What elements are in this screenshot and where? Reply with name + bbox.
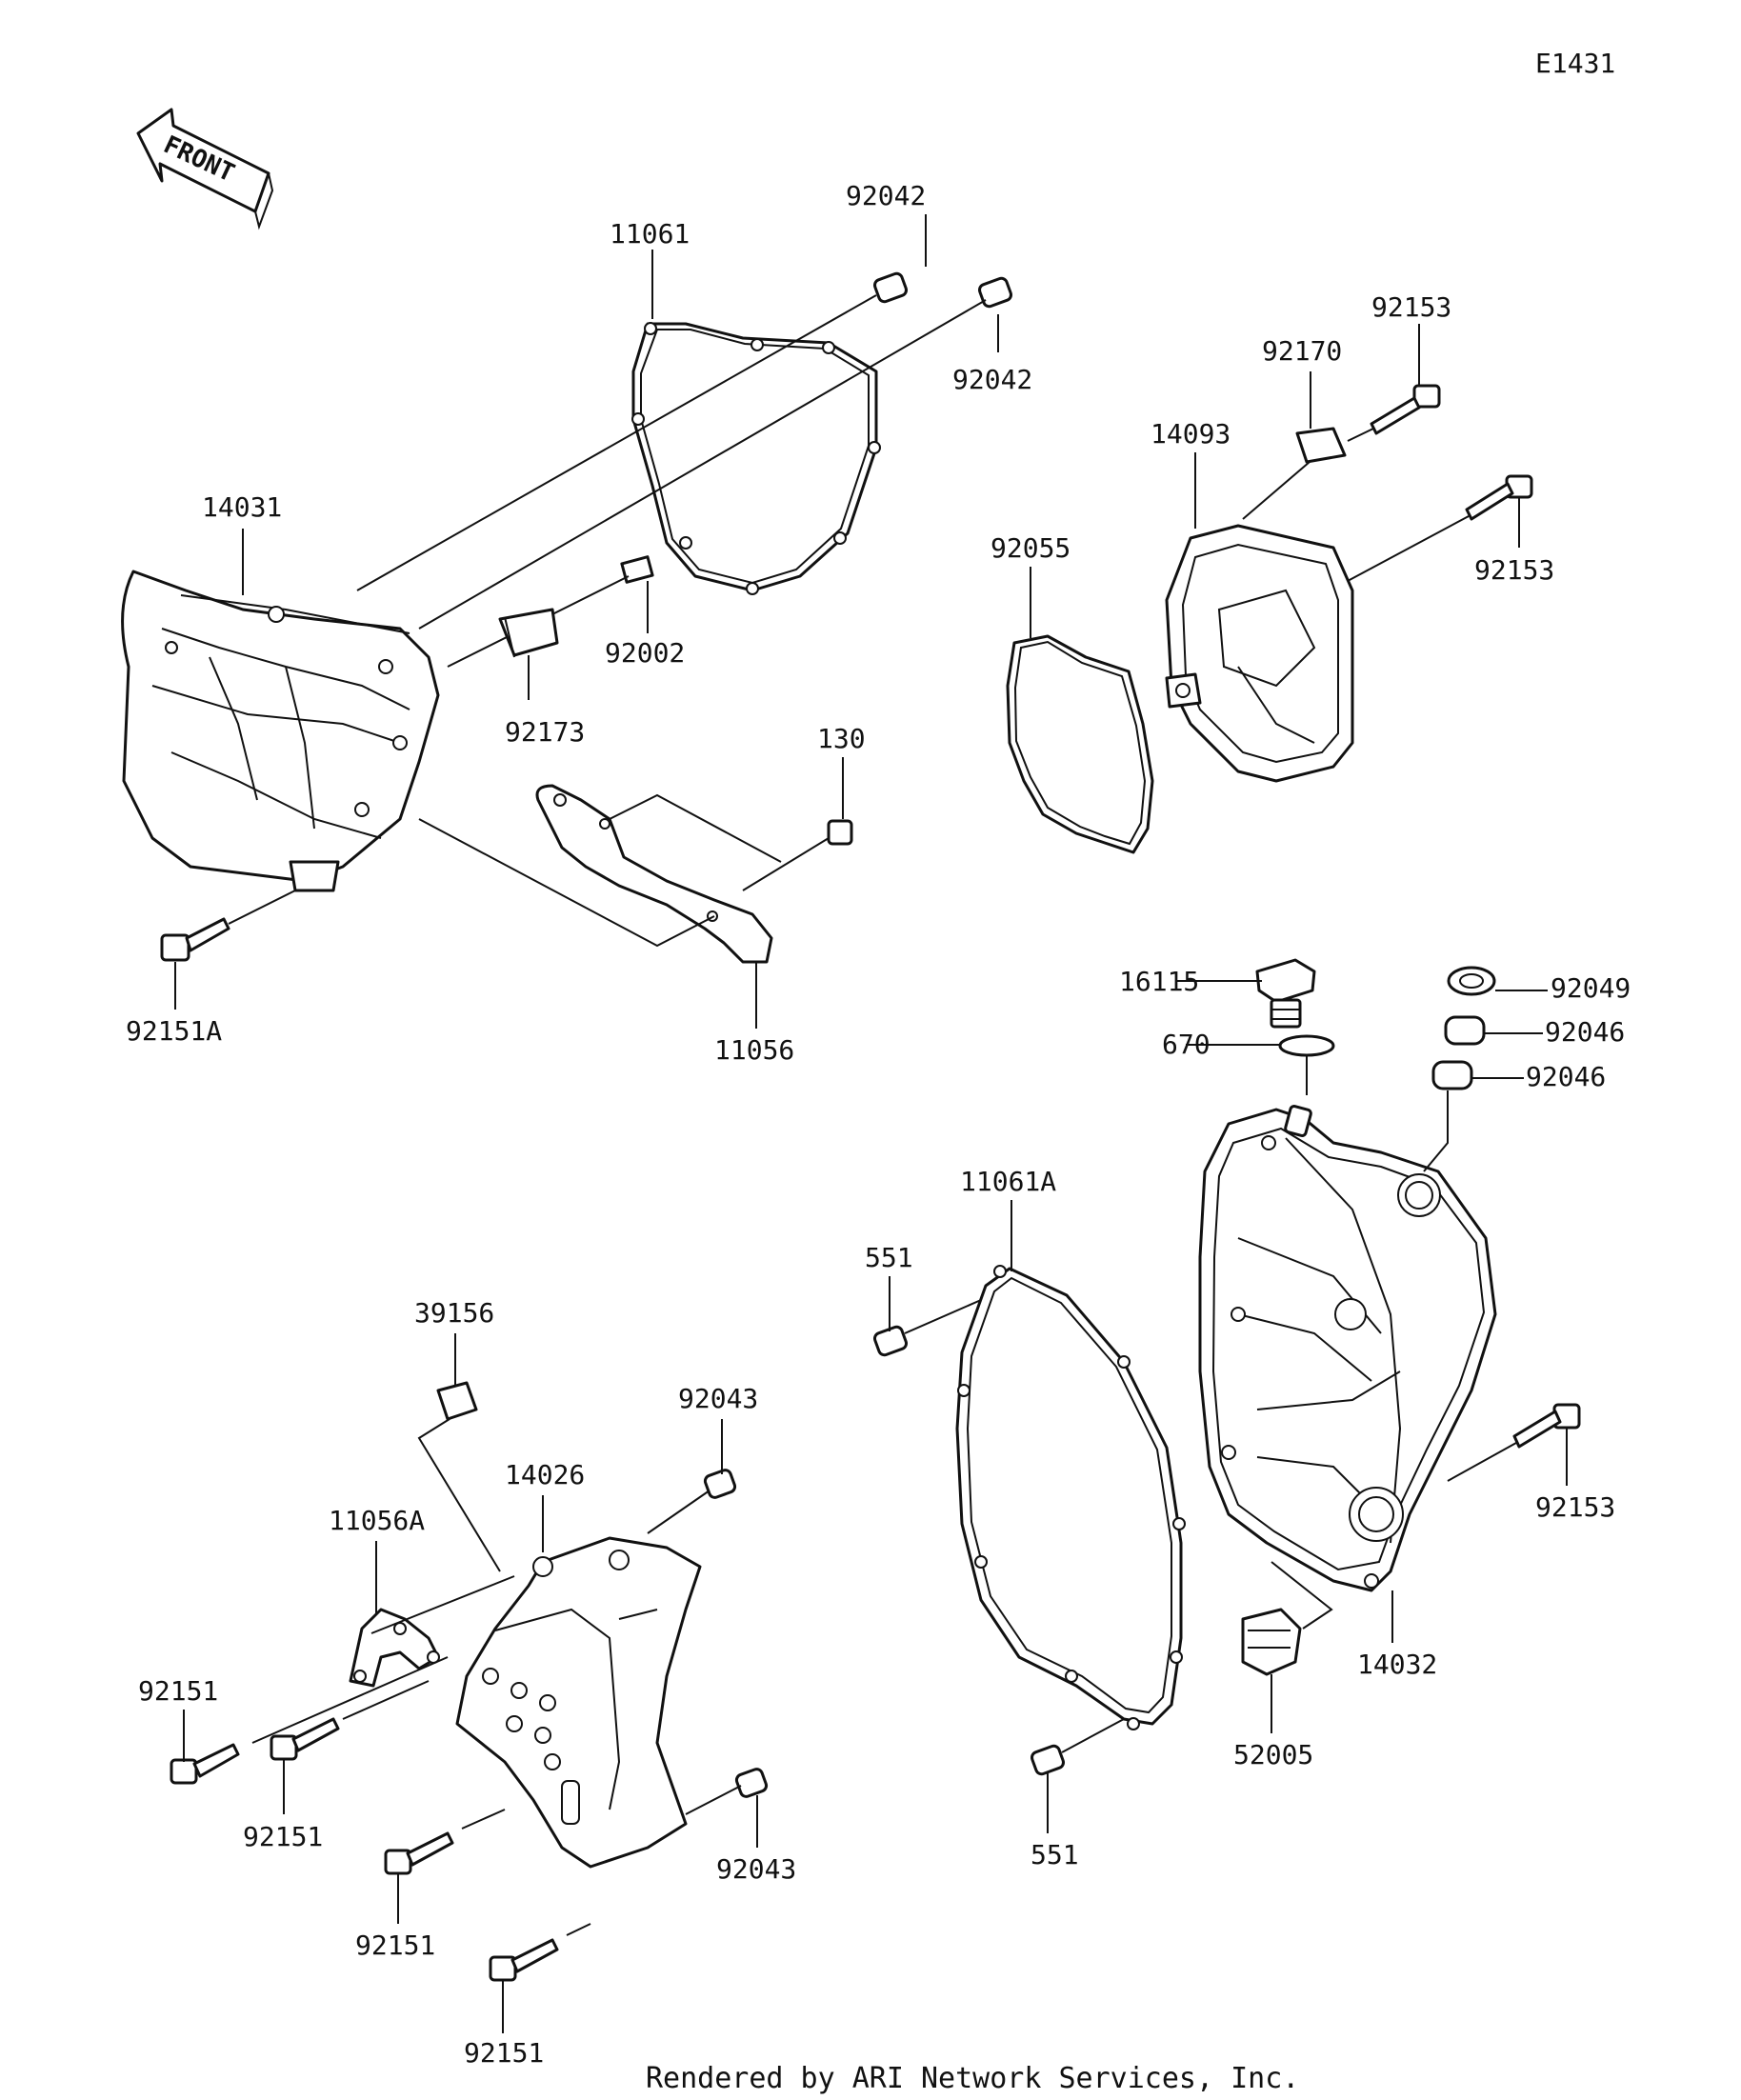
label-39156: 39156 xyxy=(414,1297,494,1329)
label-130: 130 xyxy=(817,723,866,754)
label-92151A: 92151A xyxy=(126,1015,222,1047)
clamp-92173 xyxy=(498,608,559,658)
label-92151-a: 92151 xyxy=(138,1675,218,1707)
label-92151-b: 92151 xyxy=(243,1821,323,1852)
label-92043-bot: 92043 xyxy=(716,1853,796,1885)
bolt-92151-d xyxy=(489,1923,591,1982)
grommet-39156 xyxy=(417,1381,501,1572)
bearing-92046-b xyxy=(1423,1060,1524,1172)
bolt-92153-top xyxy=(1347,384,1441,442)
bracket-11056 xyxy=(418,784,782,964)
cap-52005 xyxy=(1241,1561,1333,1676)
bolt-92151-b xyxy=(270,1680,430,1761)
label-14093: 14093 xyxy=(1151,418,1231,450)
dowel-551-top xyxy=(872,1299,982,1357)
gasket-11061 xyxy=(631,322,881,595)
dowel-551-bot xyxy=(1030,1718,1125,1776)
label-11056A: 11056A xyxy=(329,1505,425,1536)
label-14031: 14031 xyxy=(202,491,282,523)
label-16115: 16115 xyxy=(1119,966,1199,997)
o-ring-670 xyxy=(1186,1034,1335,1095)
label-11061: 11061 xyxy=(610,218,690,250)
front-arrow-icon: FRONT xyxy=(136,108,274,230)
label-92046-a: 92046 xyxy=(1545,1016,1625,1048)
label-92043-top: 92043 xyxy=(678,1383,758,1414)
dowel-92042-top xyxy=(872,271,909,304)
bearing-92046-a xyxy=(1444,1015,1543,1046)
label-92173: 92173 xyxy=(505,716,585,748)
label-92042-right: 92042 xyxy=(952,364,1032,395)
label-92151-c: 92151 xyxy=(355,1930,435,1961)
label-670: 670 xyxy=(1162,1029,1211,1060)
bracket-11056A xyxy=(349,1575,515,1688)
label-11056: 11056 xyxy=(714,1034,794,1066)
footer-credit: Rendered by ARI Network Services, Inc. xyxy=(646,2062,1299,2095)
collar-92043-bot xyxy=(685,1768,769,1815)
bolt-130 xyxy=(742,819,853,891)
label-551-top: 551 xyxy=(865,1242,913,1273)
label-551-bot: 551 xyxy=(1031,1839,1079,1870)
collar-92043-top xyxy=(647,1469,737,1534)
plug-16115 xyxy=(1176,958,1316,1029)
label-92055: 92055 xyxy=(991,532,1071,564)
label-14026: 14026 xyxy=(505,1459,585,1490)
clamp-92170 xyxy=(1242,427,1347,520)
label-92153-mid: 92153 xyxy=(1474,554,1554,586)
label-92170: 92170 xyxy=(1262,335,1342,367)
bolt-92151-a xyxy=(170,1656,449,1785)
label-52005: 52005 xyxy=(1233,1739,1313,1770)
leader-lines xyxy=(174,214,1568,2033)
label-14032: 14032 xyxy=(1357,1649,1437,1680)
label-92049: 92049 xyxy=(1551,972,1631,1004)
guard-14026 xyxy=(455,1536,702,1869)
label-11061A: 11061A xyxy=(960,1166,1056,1197)
bolt-92153-bot xyxy=(1447,1403,1581,1482)
gasket-92055 xyxy=(1006,634,1154,854)
bolt-92151-c xyxy=(384,1809,506,1875)
cover-14031 xyxy=(121,570,440,892)
label-92151-d: 92151 xyxy=(464,2037,544,2069)
label-92002: 92002 xyxy=(605,637,685,669)
label-92046-b: 92046 xyxy=(1526,1061,1606,1092)
dowel-92042-right xyxy=(977,276,1013,309)
label-92153-top: 92153 xyxy=(1371,291,1451,323)
cover-14032 xyxy=(1198,1105,1497,1592)
seal-92049 xyxy=(1447,966,1548,996)
cover-14093 xyxy=(1165,524,1354,783)
label-92042-top: 92042 xyxy=(846,180,926,211)
label-92153-bot: 92153 xyxy=(1535,1491,1615,1523)
diagram-code: E1431 xyxy=(1535,48,1615,79)
gasket-11061A xyxy=(955,1265,1186,1730)
bolt-92151A xyxy=(160,890,296,962)
